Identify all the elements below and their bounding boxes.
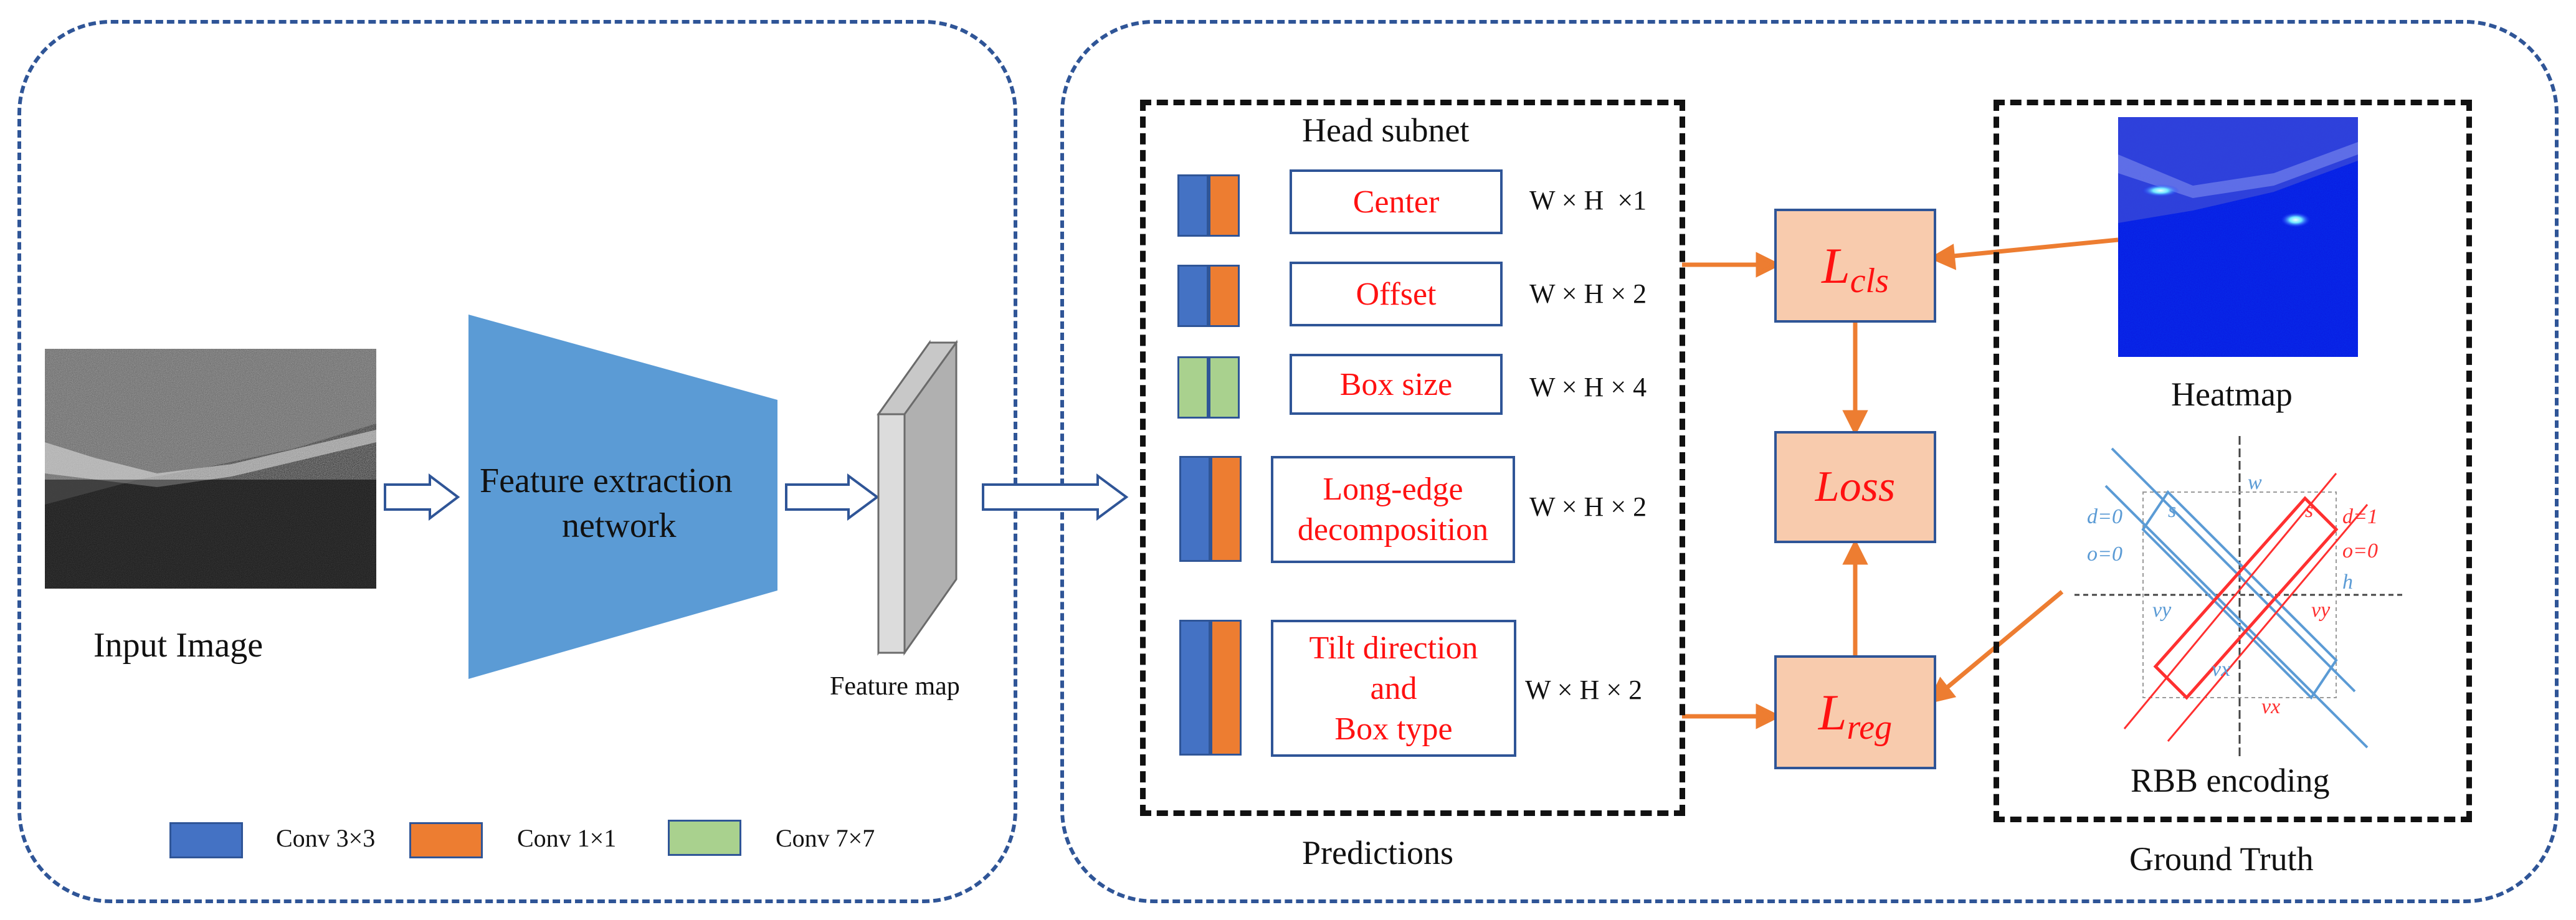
head-offset-label: Offset xyxy=(1356,276,1437,312)
rbb-red-box xyxy=(2153,496,2339,700)
head-boxsize-box: Box size xyxy=(1290,354,1503,415)
row-tilt-conv1x1 xyxy=(1210,620,1242,756)
head-longedge-dim: W × H × 2 xyxy=(1529,491,1647,522)
legend-swatch-conv1x1 xyxy=(409,822,483,858)
loss-reg-sub: reg xyxy=(1846,708,1893,747)
rbb-s-red: s xyxy=(2305,499,2313,522)
ground-truth-box xyxy=(1994,100,2472,822)
loss-total-label: Loss xyxy=(1815,463,1896,511)
row-longedge-conv3x3 xyxy=(1179,456,1210,562)
head-subnet-box xyxy=(1140,100,1685,816)
head-boxsize-dim: W × H × 4 xyxy=(1529,372,1647,402)
head-center-label: Center xyxy=(1352,184,1440,220)
row-offset-conv3x3 xyxy=(1177,265,1209,327)
rbb-encoding-label: RBB encoding xyxy=(2131,762,2330,799)
head-tilt-line2: and xyxy=(1370,670,1417,706)
row-center-conv3x3 xyxy=(1177,174,1209,237)
row-boxsize-conv7x7-b xyxy=(1209,356,1240,419)
loss-reg-main: L xyxy=(1818,683,1847,741)
head-longedge-line2: decomposition xyxy=(1297,512,1489,548)
rbb-encoding-diagram: d=0 o=0 d=1 o=0 s s w h vy vy vx vx xyxy=(2075,436,2405,760)
feature-extraction-line2: network xyxy=(562,506,677,545)
rbb-vx-blue: vx xyxy=(2212,658,2230,681)
arrow-rbb-to-lreg xyxy=(1941,590,2064,693)
input-image xyxy=(45,349,376,589)
loss-cls-sub: cls xyxy=(1850,261,1889,300)
rbb-vy-blue: vy xyxy=(2152,599,2172,622)
rbb-blue-box xyxy=(2141,490,2338,700)
arrow-extractor-to-featuremap xyxy=(785,473,880,521)
head-panel xyxy=(1060,20,2559,903)
row-tilt-conv3x3 xyxy=(1179,620,1210,756)
row-offset-conv1x1 xyxy=(1209,265,1240,327)
head-longedge-line1: Long-edge xyxy=(1323,472,1463,507)
legend-label-conv3x3: Conv 3×3 xyxy=(276,824,376,852)
head-tilt-dim: W × H × 2 xyxy=(1525,675,1643,705)
feature-map-slab xyxy=(877,339,958,656)
rbb-vx-red: vx xyxy=(2261,695,2280,718)
heatmap-label: Heatmap xyxy=(2171,376,2293,413)
loss-total-box: Loss xyxy=(1774,431,1936,543)
head-tilt-box: Tilt direction and Box type xyxy=(1271,620,1516,757)
rbb-d1: d=1 xyxy=(2342,505,2378,528)
head-center-dim: W × H ×1 xyxy=(1529,185,1647,216)
input-image-label: Input Image xyxy=(93,626,264,665)
backbone-panel xyxy=(17,20,1017,903)
head-boxsize-label: Box size xyxy=(1339,366,1453,402)
legend-swatch-conv3x3 xyxy=(169,822,243,858)
row-boxsize-conv7x7-a xyxy=(1177,356,1209,419)
rbb-s-blue: s xyxy=(2168,499,2176,522)
head-tilt-line3: Box type xyxy=(1334,711,1453,747)
head-subnet-title: Head subnet xyxy=(1302,111,1470,149)
arrow-featuremap-to-head xyxy=(982,473,1129,521)
rbb-h: h xyxy=(2342,571,2353,594)
arrow-input-to-extractor xyxy=(384,473,460,521)
rbb-o0-red: o=0 xyxy=(2342,539,2378,562)
head-center-box: Center xyxy=(1290,169,1503,234)
legend-swatch-conv7x7 xyxy=(668,820,741,856)
rbb-o0-blue: o=0 xyxy=(2087,543,2122,566)
row-center-conv1x1 xyxy=(1209,174,1240,237)
predictions-label: Predictions xyxy=(1302,834,1453,871)
legend-label-conv1x1: Conv 1×1 xyxy=(517,824,617,852)
feature-map-label: Feature map xyxy=(830,672,960,701)
legend-label-conv7x7: Conv 7×7 xyxy=(776,824,875,852)
head-tilt-line1: Tilt direction xyxy=(1309,630,1478,666)
rbb-vy-red: vy xyxy=(2311,599,2331,622)
head-offset-box: Offset xyxy=(1290,262,1503,326)
head-longedge-box: Long-edge decomposition xyxy=(1271,456,1515,563)
feature-extraction-network xyxy=(468,315,777,679)
row-longedge-conv1x1 xyxy=(1210,456,1242,562)
feature-extraction-line1: Feature extraction xyxy=(480,462,733,500)
arrow-heatmap-to-lcls xyxy=(1947,237,2119,259)
loss-cls-main: L xyxy=(1822,237,1850,294)
rbb-w: w xyxy=(2248,471,2262,494)
head-offset-dim: W × H × 2 xyxy=(1529,278,1647,309)
ground-truth-label: Ground Truth xyxy=(2129,840,2314,878)
heatmap-image xyxy=(2118,117,2358,357)
rbb-d0: d=0 xyxy=(2087,505,2122,528)
